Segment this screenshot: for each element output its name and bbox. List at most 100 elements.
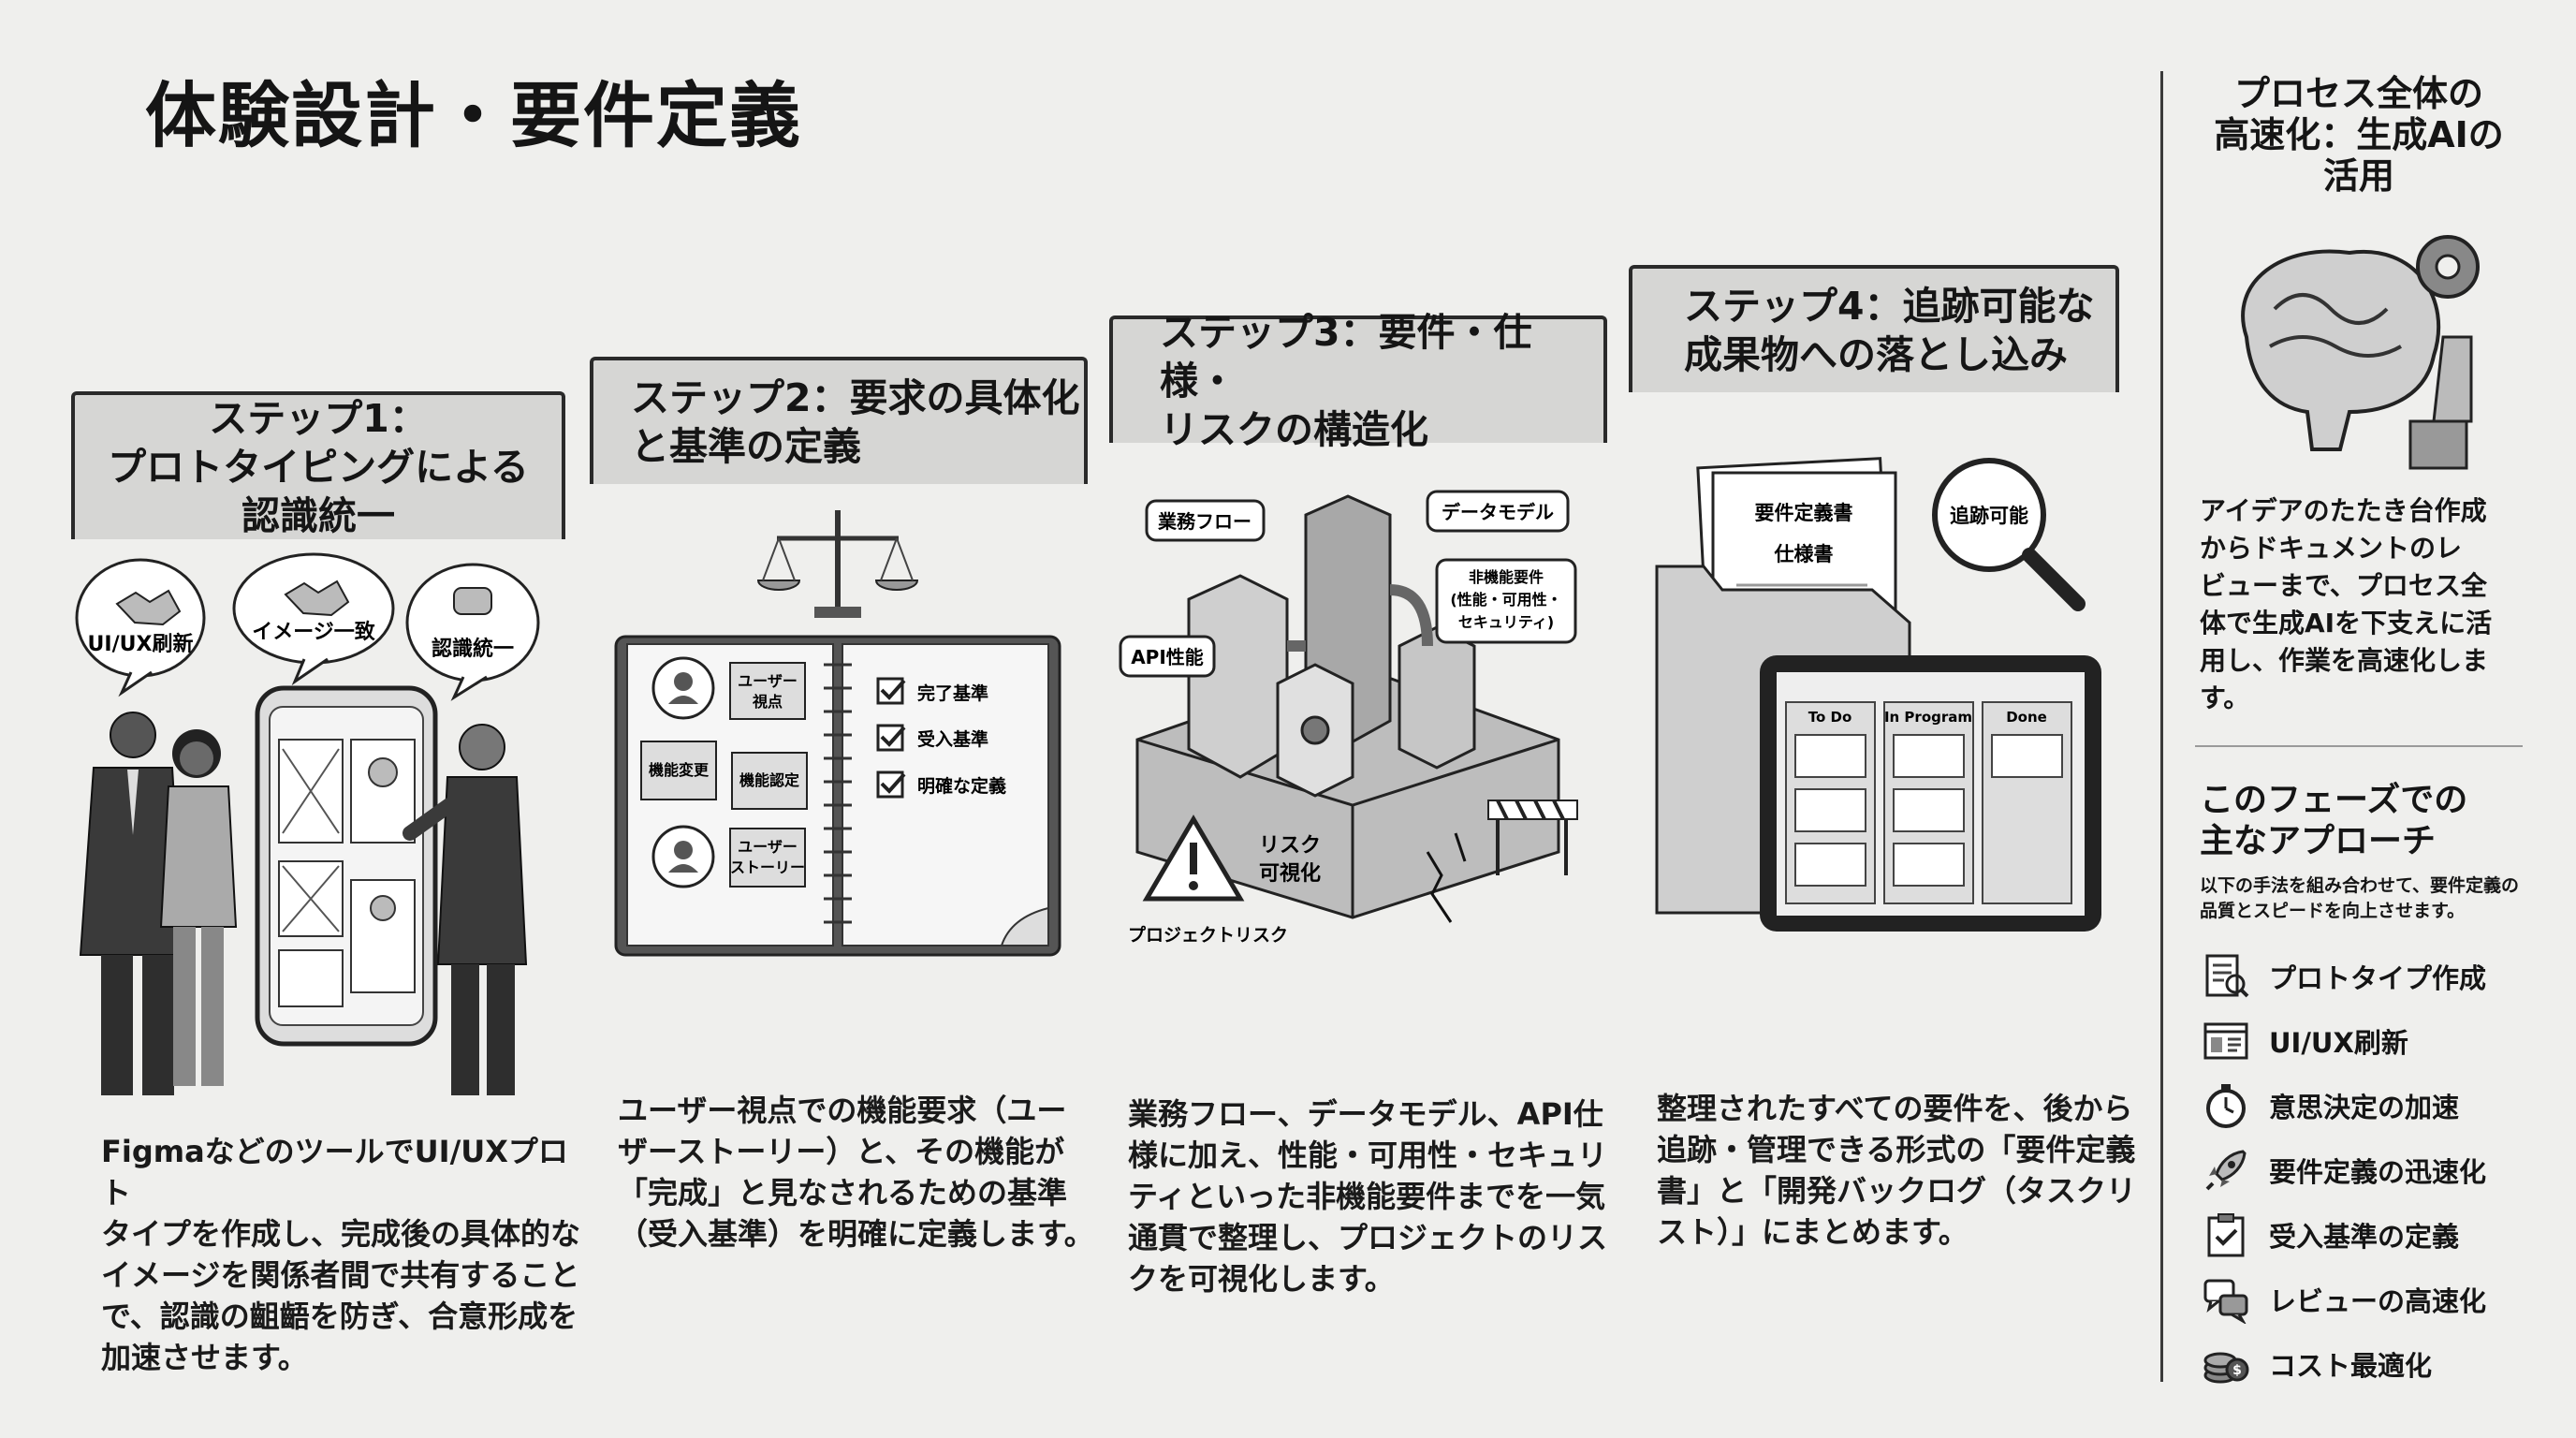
risk-label: 可視化 <box>1259 861 1321 886</box>
step1-description: FigmaなどのツールでUI/UXプロト タイプを作成し、完成後の具体的な イメ… <box>101 1134 581 1375</box>
model-label: データモデル <box>1442 501 1554 523</box>
approach-item-cost: $ コスト最適化 <box>2200 1331 2555 1396</box>
sidebar-body: アイデアのたたき台作成 からドキュメントのレ ビューまで、プロセス全 体で生成A… <box>2200 495 2493 713</box>
sidebar-divider <box>2160 71 2163 1382</box>
ui-window-icon <box>2200 1015 2252 1067</box>
step3-illustration: 業務フロー データモデル 非機能要件 (性能・可用性・ セキュリティ) API性… <box>1119 490 1578 946</box>
card-label: ユーザー <box>738 838 798 856</box>
speech-bubble: 認識統一 <box>405 563 540 701</box>
coins-icon: $ <box>2200 1338 2252 1390</box>
handshake-icon <box>115 589 182 626</box>
bubble-label: UI/UX刷新 <box>88 632 194 656</box>
kanban-column-title: In Program <box>1884 709 1972 726</box>
binder-rings <box>824 663 852 924</box>
page-title: 体験設計・要件定義 <box>145 74 802 157</box>
kanban-column-title: To Do <box>1808 709 1852 726</box>
kanban-column-title: Done <box>2006 709 2047 726</box>
approach-label: 意思決定の加速 <box>2269 1091 2460 1123</box>
doc-label: 要件定義書 <box>1755 502 1853 524</box>
check-label: 受入基準 <box>917 728 988 750</box>
card-label: ストーリー <box>730 858 805 876</box>
bubble-label: 認識統一 <box>432 637 514 661</box>
risk-label: リスク <box>1259 834 1321 858</box>
approach-subtitle: 以下の手法を組み合わせて、要件定義の 品質とスピードを向上させます。 <box>2200 875 2520 921</box>
step4-title-line: 成果物への落とし込み <box>1684 332 2068 377</box>
flow-label-box <box>1145 499 1266 542</box>
woman-pointing-figure <box>402 724 528 1095</box>
businesswoman-figure <box>159 729 238 1086</box>
flow-label: 業務フロー <box>1158 510 1251 533</box>
robot-hand-icon <box>2432 335 2473 423</box>
user-card: ユーザー 視点 <box>651 656 806 720</box>
approach-label: レビューの高速化 <box>2269 1284 2487 1317</box>
approach-title: このフェーズでの 主なアプローチ <box>2200 781 2468 860</box>
speech-bubble: UI/UX刷新 <box>75 558 206 697</box>
step2-header: ステップ2：要求の具体化 と基準の定義 <box>590 357 1088 484</box>
doc-label: 仕様書 <box>1774 543 1834 565</box>
gear-icon <box>2416 235 2480 299</box>
step3-title-line: ステップ3：要件・仕様・ <box>1160 310 1532 404</box>
barricade-icon <box>1487 800 1578 875</box>
businessman-figure <box>79 712 185 1095</box>
svg-text:$: $ <box>2232 1363 2242 1378</box>
step3-title-line: リスクの構造化 <box>1160 407 1428 452</box>
step4-description: 整理されたすべての要件を、後から 追跡・管理できる形式の「要件定義 書」と「開発… <box>1657 1091 2137 1250</box>
rocket-icon <box>2200 1144 2252 1196</box>
approach-item-acceptance: 受入基準の定義 <box>2200 1202 2555 1267</box>
check-label: 明確な定義 <box>917 775 1006 797</box>
step1-header: ステップ1： プロトタイピングによる 認識統一 <box>71 391 565 539</box>
crack <box>1426 832 1467 923</box>
user-story-card: ユーザー ストーリー <box>651 825 806 888</box>
nfr-label: 非機能要件 <box>1469 568 1544 586</box>
approach-label: UI/UX刷新 <box>2269 1026 2408 1059</box>
approach-item-decision: 意思決定の加速 <box>2200 1073 2555 1137</box>
card-label: 機能変更 <box>649 761 710 779</box>
project-risk-label: プロジェクトリスク <box>1128 924 1288 946</box>
sidebar-separator <box>2195 745 2523 747</box>
gear-icon <box>1300 715 1330 745</box>
prototype-doc-icon <box>2200 950 2252 1003</box>
handshake-icon <box>284 580 350 617</box>
card-label: 機能認定 <box>739 771 799 789</box>
step2-illustration: ユーザー 視点 機能変更 機能認定 ユーザー ストーリー 完了基準 受入基準 明… <box>614 510 1061 957</box>
sidebar-title: プロセス全体の 高速化：生成AIの 活用 <box>2214 73 2504 197</box>
step1-illustration: UI/UX刷新 イメージ一致 認識統一 <box>75 552 540 1095</box>
step3-header: ステップ3：要件・仕様・ リスクの構造化 <box>1109 310 1607 452</box>
step4-illustration: 要件定義書 仕様書 追跡可能 To Do In Program Done <box>1655 457 2101 932</box>
approach-item-speed: 要件定義の迅速化 <box>2200 1137 2555 1202</box>
approach-label: コスト最適化 <box>2269 1349 2433 1382</box>
step2-title-line: ステップ2：要求の具体化 <box>631 375 1080 420</box>
step2-description: ユーザー視点での機能要求（ユー ザーストーリー）と、その機能が 「完成」と見なさ… <box>618 1093 1094 1252</box>
nfr-label: (性能・可用性・ <box>1450 591 1561 609</box>
check-label: 完了基準 <box>917 682 988 704</box>
step2-title-line: と基準の定義 <box>631 424 861 469</box>
chat-icon <box>453 587 492 615</box>
buildings <box>1187 494 1476 798</box>
change-card: 機能変更 機能認定 <box>640 741 808 810</box>
step1-title-line: ステップ1： <box>209 396 428 441</box>
api-label: API性能 <box>1131 646 1204 668</box>
warning-icon <box>1142 814 1245 902</box>
approach-item-review: レビューの高速化 <box>2200 1267 2555 1331</box>
tablet-kanban: To Do In Program Done <box>1760 655 2101 932</box>
approach-list: プロトタイプ作成 UI/UX刷新 意思決定の加速 要件定義の迅速化 受入基準の定… <box>2200 944 2555 1396</box>
magnifier-icon: 追跡可能 <box>1932 458 2086 611</box>
approach-item-uiux: UI/UX刷新 <box>2200 1008 2555 1073</box>
step1-title-line: 認識統一 <box>242 493 395 538</box>
stopwatch-icon <box>2200 1079 2252 1132</box>
card-label: 視点 <box>752 693 783 711</box>
approach-item-prototype: プロトタイプ作成 <box>2200 944 2555 1008</box>
clipboard-check-icon <box>2200 1209 2252 1261</box>
bubble-label: イメージ一致 <box>252 620 376 644</box>
checklist: 完了基準 受入基準 明確な定義 <box>876 677 1006 799</box>
api-label-box <box>1119 635 1216 678</box>
model-label-box <box>1426 490 1570 533</box>
page-curl <box>1000 906 1049 946</box>
card-label: ユーザー <box>738 672 798 690</box>
chat-bubbles-icon <box>2200 1273 2252 1326</box>
nfr-label: セキュリティ) <box>1458 613 1554 631</box>
lens-label: 追跡可能 <box>1950 505 2028 527</box>
nfr-label-box <box>1435 558 1577 644</box>
step4-header: ステップ4：追跡可能な 成果物への落とし込み <box>1629 265 2119 392</box>
approach-label: 受入基準の定義 <box>2269 1220 2460 1253</box>
